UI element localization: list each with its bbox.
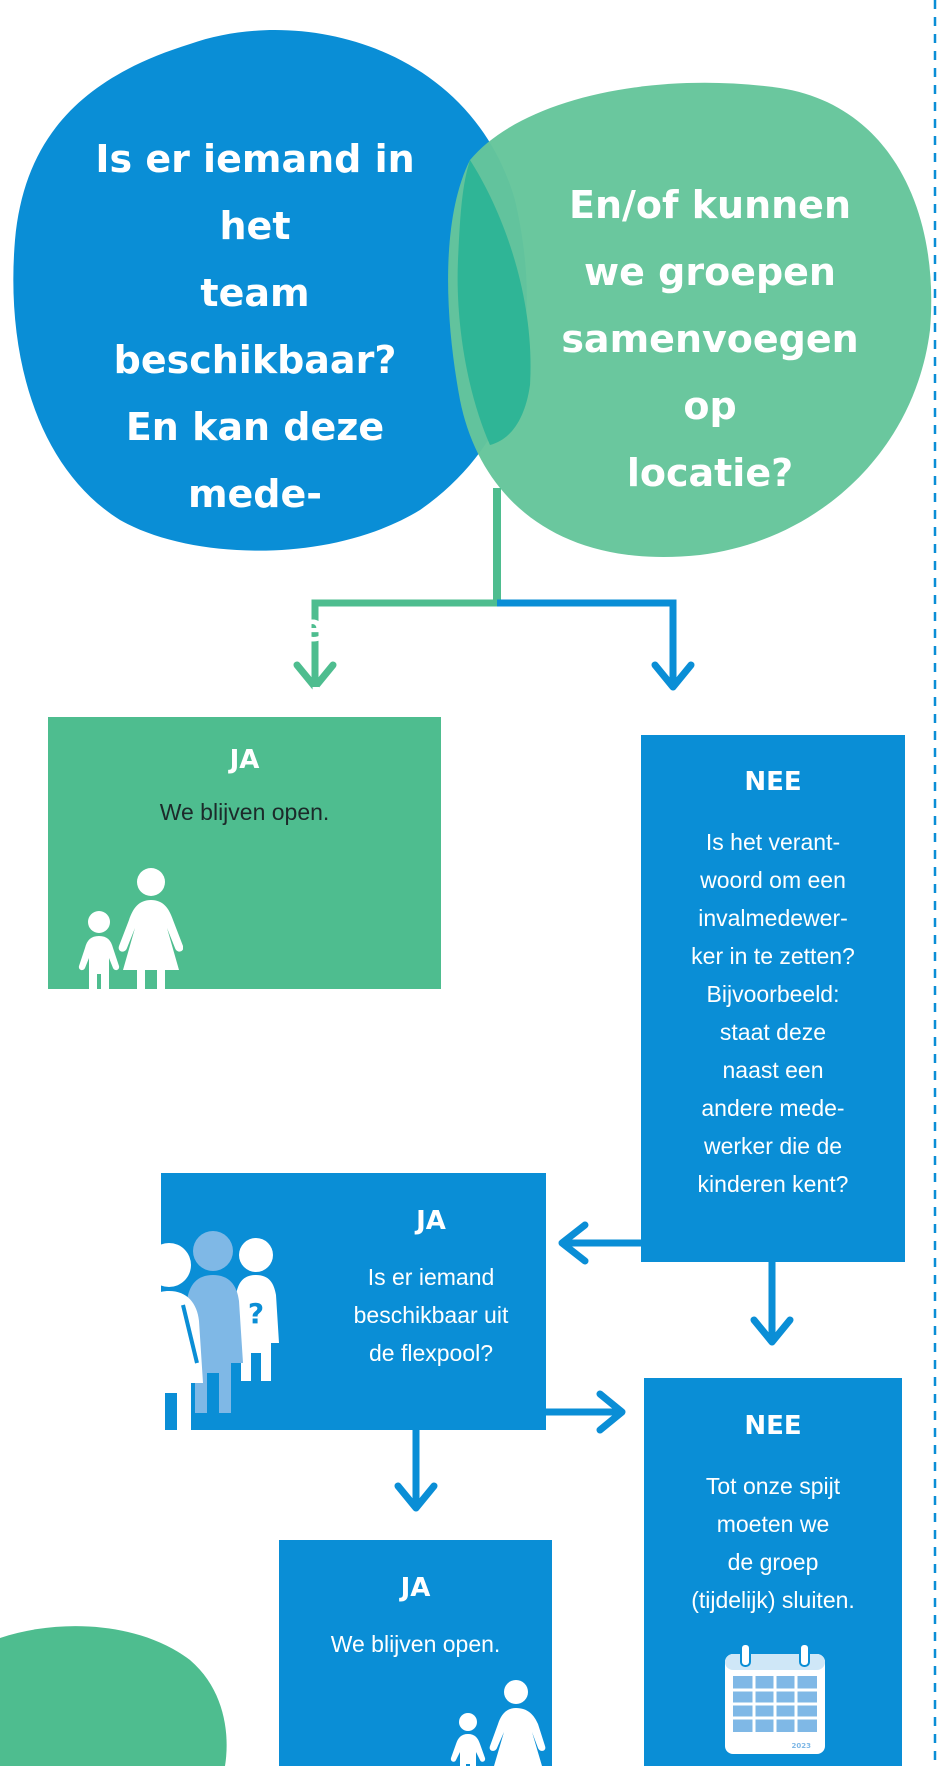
green-bubble-shape (448, 82, 932, 558)
box-nee-invalkracht: NEE Is het verant- woord om een invalmed… (641, 735, 905, 1262)
bubble-overlap-shape (457, 160, 531, 445)
box-text-block: Is het verant- woord om een invalmedewer… (641, 823, 905, 1203)
box-text-line: kinderen kent? (697, 1171, 849, 1197)
question-team-available: Is er iemand in het team beschikbaar? En… (55, 126, 455, 729)
box-text-line: staat deze (719, 1019, 827, 1045)
box-text-line: invalmedewer- (698, 905, 848, 931)
box-title: JA (400, 1573, 431, 1603)
question-line: Is er iemand in het (95, 137, 415, 248)
parent-child-icon (450, 1680, 546, 1766)
question-line: werker een extra (71, 539, 439, 583)
question-merge-groups: En/of kunnen we groepen samenvoegen op l… (530, 172, 890, 507)
box-title: JA (229, 745, 260, 775)
arrow-down-right (651, 661, 695, 691)
box-ja-flexpool: JA Is er iemand beschikbaar uit de flexp… (161, 1173, 546, 1430)
box-text-line: Tot onze spijt (705, 1473, 841, 1499)
box-title: NEE (744, 767, 802, 797)
branch-left-line (311, 599, 497, 685)
box-text-line: naast een (722, 1057, 824, 1083)
question-line: team beschikbaar? (113, 271, 397, 382)
box-text-line: de groep (727, 1549, 819, 1575)
box-text-line: Is het verant- (705, 829, 841, 855)
box-ja-open: JA We blijven open. (48, 717, 441, 989)
box-title: NEE (744, 1411, 802, 1441)
question-line: dag werken of (102, 606, 408, 650)
box-text-block: Is er iemand beschikbaar uit de flexpool… (161, 1258, 546, 1372)
arrow-left-head (558, 1221, 589, 1265)
box-text-line: Bijvoorbeeld: (706, 981, 840, 1007)
branch-right-line (497, 599, 677, 685)
box-text-line: (tijdelijk) sluiten. (691, 1587, 855, 1613)
arrow-right-head (596, 1390, 626, 1434)
box-text-block: Tot onze spijt moeten we de groep (tijde… (644, 1467, 902, 1619)
arrow-down-head-3 (394, 1482, 438, 1512)
box-nee-sluiten: NEE Tot onze spijt moeten we de groep (t… (644, 1378, 902, 1766)
box-text: We blijven open. (330, 1631, 501, 1657)
box-title: JA (416, 1206, 446, 1236)
question-line: locatie? (626, 451, 794, 495)
question-line: we groepen (584, 250, 836, 294)
question-line: samenvoegen op (561, 317, 859, 428)
people-question-icon: ? (161, 1231, 279, 1430)
box-text-line: Is er iemand (367, 1264, 495, 1290)
box-text-line: beschikbaar uit (353, 1302, 509, 1328)
box-text-line: werker die de (703, 1133, 843, 1159)
calendar-icon: 2023 (725, 1644, 825, 1754)
box-text: We blijven open. (159, 799, 330, 825)
calendar-year: 2023 (792, 1742, 812, 1750)
box-text-line: de flexpool? (368, 1340, 494, 1366)
svg-text:?: ? (248, 1297, 264, 1330)
arrow-down-left (293, 661, 337, 691)
box-text-line: andere mede- (701, 1095, 845, 1121)
box-text-line: moeten we (716, 1511, 830, 1537)
question-line: En kan deze mede- (125, 405, 385, 516)
decorative-green-blob (0, 1626, 227, 1766)
question-line: En/of kunnen (568, 183, 851, 227)
box-text-line: ker in te zetten? (691, 943, 855, 969)
arrow-down-head-2 (750, 1316, 794, 1346)
parent-child-icon (78, 868, 183, 989)
box-text-line: woord om een (700, 867, 846, 893)
question-line: wisselen? (151, 673, 359, 717)
box-ja-open-2: JA We blijven open. (279, 1540, 552, 1766)
blue-bubble-shape (13, 30, 527, 551)
